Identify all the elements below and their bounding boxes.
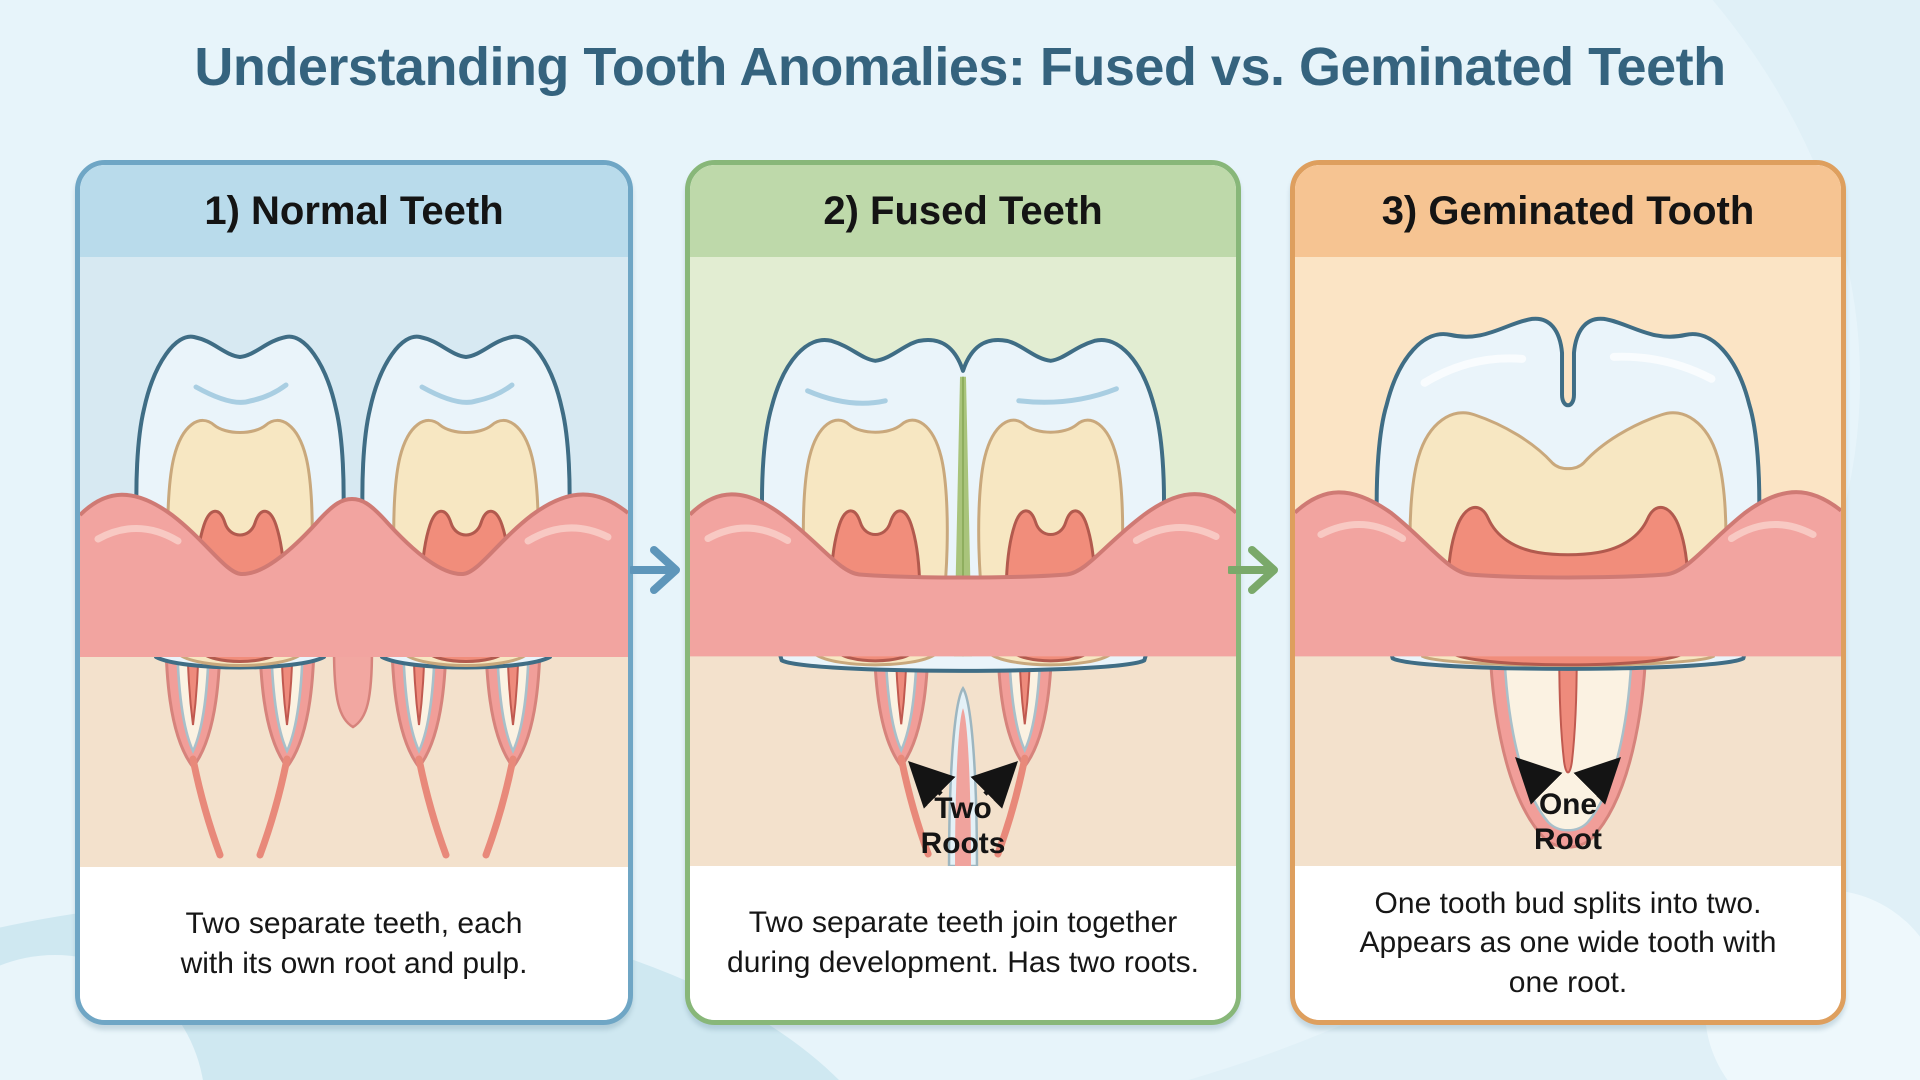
two-roots-label-line2: Roots (921, 827, 1006, 860)
normal-teeth-drawing (80, 257, 628, 867)
one-root-annotation: One Root (1515, 756, 1621, 856)
panel-fused-teeth: 2) Fused Teeth (685, 160, 1241, 1025)
gum-edge-line (80, 492, 628, 577)
annotation-arrow-icon (908, 760, 956, 809)
gum-band (1295, 492, 1841, 657)
panel-normal-teeth: 1) Normal Teeth (75, 160, 633, 1025)
gum-edge-line (690, 492, 1236, 580)
one-root-label-line2: Root (1534, 823, 1602, 856)
annotation-arrow-icon (1573, 756, 1621, 805)
gum-edge-line (1295, 490, 1841, 580)
panel-normal-description: Two separate teeth, each with its own ro… (80, 867, 628, 1020)
panel-geminated-tooth: 3) Geminated Tooth (1290, 160, 1846, 1025)
arrow-right-icon (1228, 546, 1278, 594)
annotation-arrow-icon (1515, 756, 1563, 805)
two-roots-label-line1: Two (934, 792, 992, 825)
panel-geminated-header: 3) Geminated Tooth (1295, 165, 1841, 257)
interradicular-gum-inner (955, 708, 971, 866)
two-roots-annotation: Two Roots (908, 760, 1018, 860)
panel-fused-description: Two separate teeth join together during … (690, 866, 1236, 1020)
geminated-tooth-drawing: One Root (1295, 257, 1841, 866)
fused-teeth-drawing: Two Roots (690, 257, 1236, 866)
page-title: Understanding Tooth Anomalies: Fused vs.… (194, 37, 1726, 97)
interdental-gum (332, 647, 374, 729)
gum-band (690, 494, 1236, 657)
normal-teeth-illustration (80, 257, 628, 867)
gum-band (80, 494, 628, 657)
panel-fused-header: 2) Fused Teeth (690, 165, 1236, 257)
one-root-label-line1: One (1539, 788, 1597, 821)
panel-normal-header: 1) Normal Teeth (80, 165, 628, 257)
panel-geminated-description: One tooth bud splits into two. Appears a… (1295, 866, 1841, 1020)
fused-teeth-illustration: Two Roots (690, 257, 1236, 866)
geminated-tooth-illustration: One Root (1295, 257, 1841, 866)
arrow-right-icon (630, 546, 680, 594)
annotation-arrow-icon (970, 760, 1018, 809)
